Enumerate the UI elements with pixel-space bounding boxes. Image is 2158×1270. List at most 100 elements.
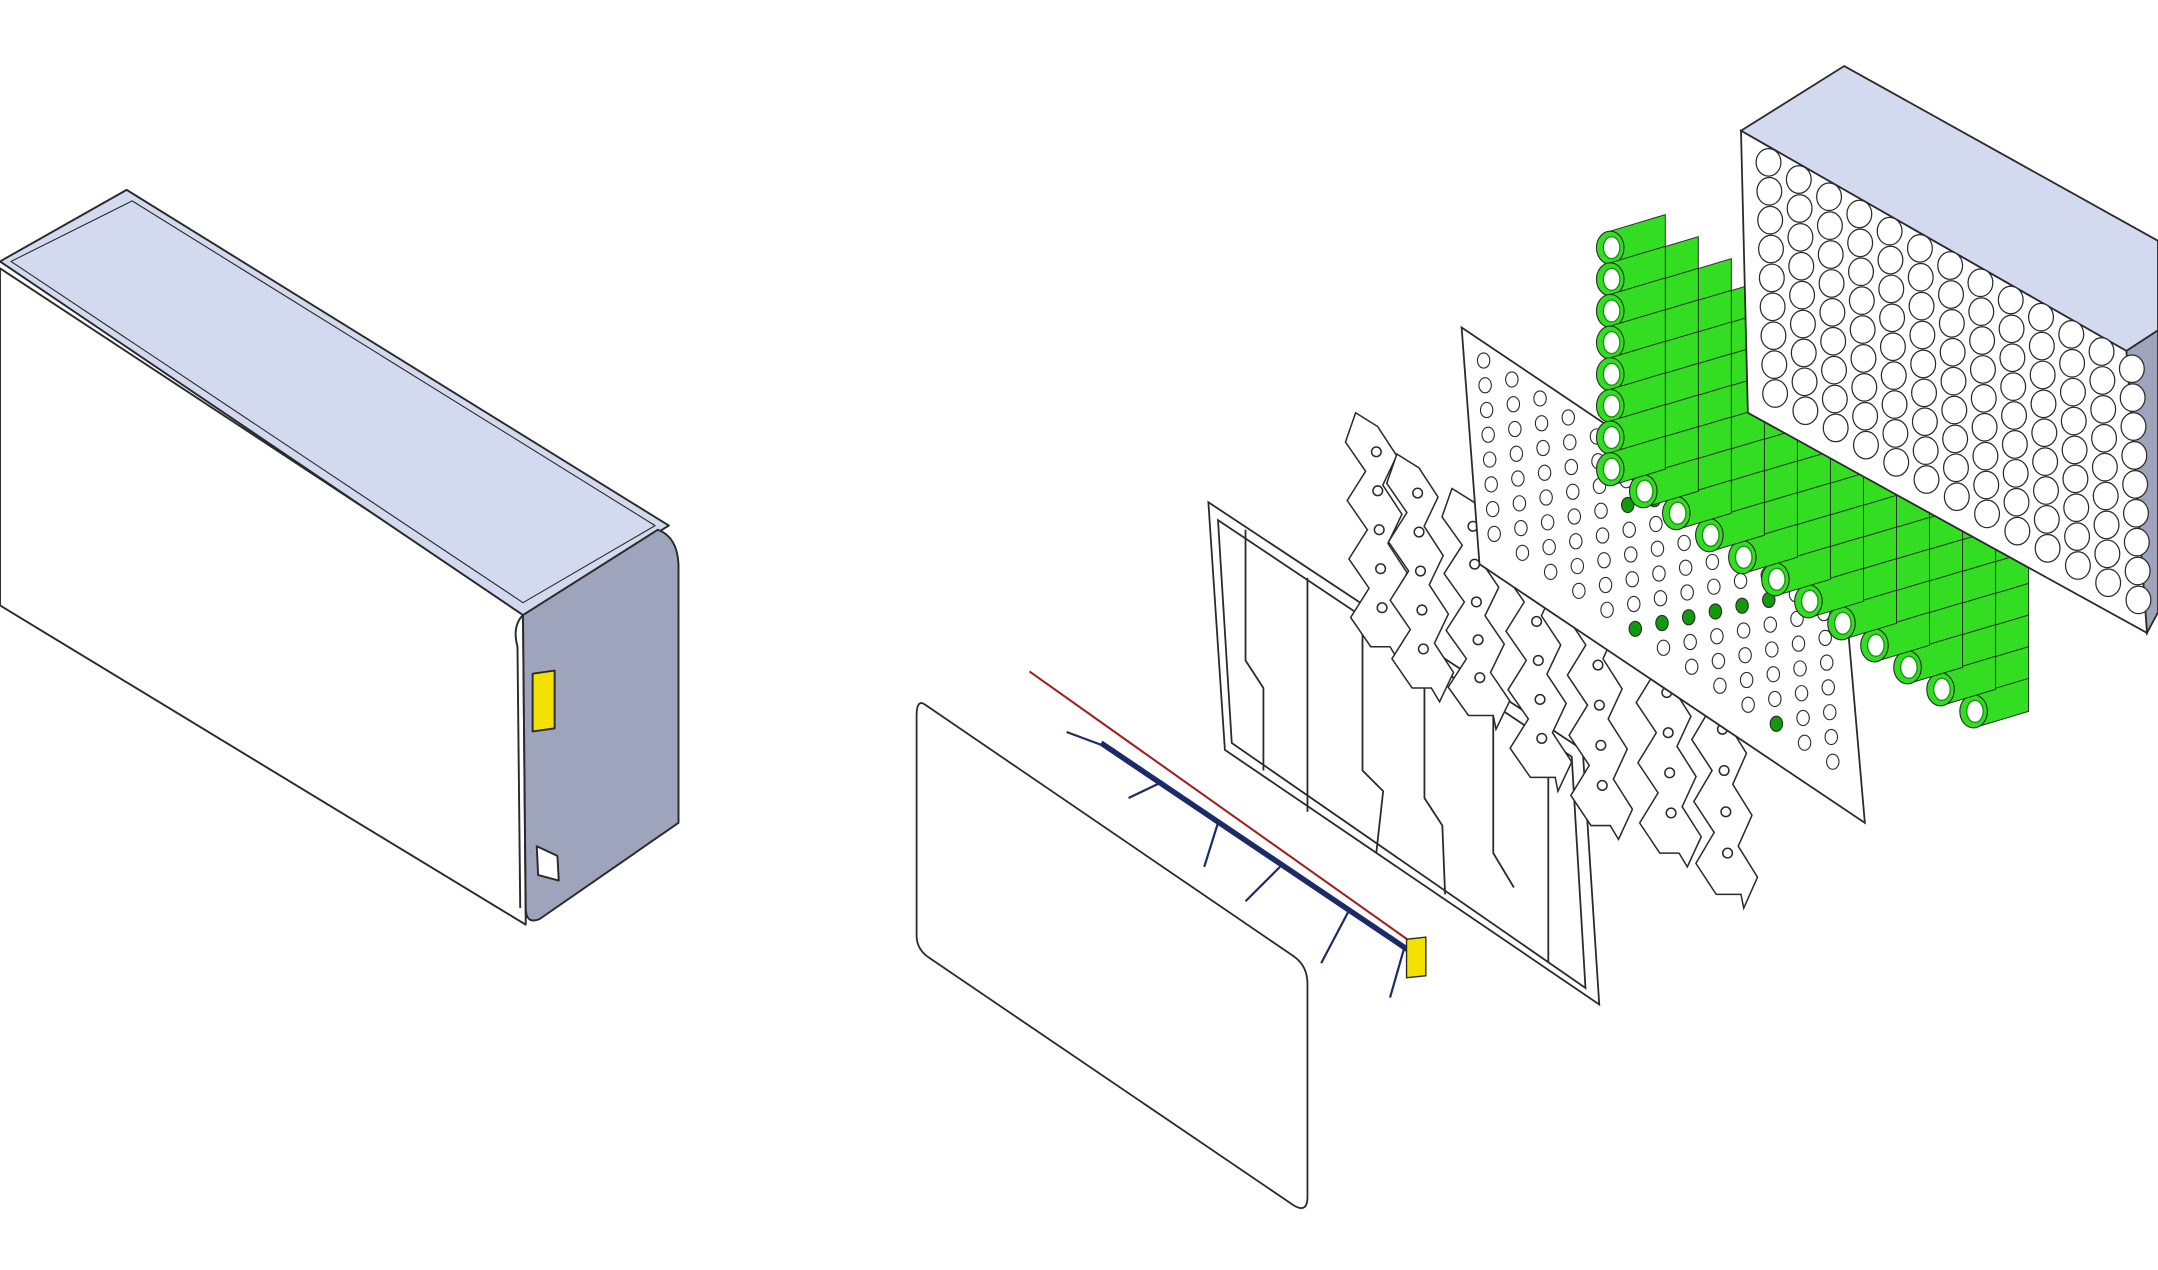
housing-hole: [1816, 211, 1843, 241]
plate-hole: [1797, 734, 1812, 751]
battery-cell: [1893, 633, 1964, 685]
housing-hole: [1850, 344, 1877, 373]
housing-hole: [2122, 498, 2149, 528]
plate-hole: [1818, 629, 1832, 647]
housing-hole: [1789, 280, 1816, 310]
busbar-body: [1385, 452, 1455, 704]
plate-hole: [1649, 515, 1663, 533]
cell-terminal: [1734, 545, 1753, 569]
pack-top-face: [0, 188, 670, 617]
busbar: [1344, 411, 1414, 663]
plate-hole: [1628, 620, 1643, 637]
housing-hole: [1938, 308, 1965, 338]
plate-hole: [1680, 584, 1694, 601]
plate-hole: [1653, 590, 1668, 607]
cell-terminal: [1602, 425, 1621, 450]
housing-hole: [2093, 510, 2120, 540]
housing-hole: [1911, 378, 1938, 408]
housing-hole: [2095, 568, 2122, 598]
housing-hole: [2121, 441, 2148, 470]
housing-hole: [1943, 482, 1970, 512]
plate-hole: [1705, 553, 1720, 571]
housing-hole: [2092, 481, 2119, 511]
harness-lead: [1320, 910, 1350, 964]
housing-hole: [1760, 321, 1787, 351]
plate-hole: [1741, 696, 1755, 713]
housing-hole: [1908, 291, 1935, 321]
plate-hole: [1765, 641, 1779, 658]
cell-terminal: [1966, 699, 1984, 724]
plate-hole: [1793, 660, 1807, 677]
busbar-hole: [1665, 807, 1677, 819]
housing-hole: [1786, 194, 1813, 223]
plate-hole: [1515, 544, 1530, 561]
housing-hole: [1883, 447, 1910, 477]
housing-hole: [1913, 465, 1940, 494]
housing-hole: [2062, 464, 2089, 494]
cell-terminal: [1602, 394, 1621, 418]
plate-hole: [1763, 616, 1778, 633]
busbar-hole: [1595, 739, 1607, 751]
housing-hole: [1755, 147, 1782, 177]
plate-hole: [1622, 521, 1636, 538]
housing-hole: [1848, 286, 1875, 316]
plate-hole: [1595, 527, 1610, 544]
plate-hole: [1543, 563, 1558, 580]
housing-hole: [1817, 240, 1844, 269]
housing-hole: [1939, 337, 1966, 367]
busbar-hole: [1536, 732, 1548, 744]
housing-hole: [1878, 274, 1905, 304]
wire-harness: [1028, 670, 1427, 998]
housing-hole: [1880, 361, 1907, 391]
housing-hole: [1877, 245, 1904, 275]
housing-hole: [2059, 377, 2086, 407]
plate-hole: [1542, 538, 1556, 556]
plate-hole: [1511, 470, 1525, 487]
housing-hole: [1759, 292, 1786, 322]
housing-hole: [1852, 430, 1879, 460]
plate-hole: [1482, 451, 1497, 468]
housing-hole: [2122, 469, 2149, 499]
busbar-hole: [1593, 699, 1605, 711]
housing-hole: [1972, 441, 1999, 471]
housing-hole: [2064, 522, 2091, 551]
housing-hole: [1818, 269, 1845, 298]
busbar-hole: [1376, 602, 1388, 614]
housing-hole: [1792, 396, 1819, 426]
housing-hole: [2123, 527, 2150, 557]
busbar-hole: [1532, 654, 1544, 667]
plate-hole: [1485, 500, 1500, 518]
housing-hole: [1757, 234, 1784, 264]
plate-hole: [1681, 609, 1696, 626]
plate-hole: [1738, 647, 1752, 664]
housing-hole: [1912, 436, 1939, 466]
busbar-body: [1564, 583, 1634, 841]
connector-icon: [531, 669, 556, 733]
housing-hole: [1789, 309, 1816, 339]
plate-hole: [1707, 578, 1721, 595]
housing-hole: [2094, 539, 2121, 569]
housing-hole: [2061, 435, 2088, 465]
plate-hole: [1509, 445, 1524, 462]
housing-hole: [2118, 354, 2145, 384]
housing-hole: [2034, 533, 2061, 563]
housing-hole: [1941, 395, 1968, 425]
busbar-hole: [1720, 806, 1732, 818]
plate-hole: [1826, 753, 1840, 770]
housing-hole: [1940, 366, 1967, 396]
busbar-hole: [1664, 767, 1676, 779]
plate-hole: [1824, 728, 1839, 746]
housing-hole: [2125, 585, 2152, 615]
plate-hole: [1594, 502, 1608, 519]
cell-terminal: [1932, 677, 1951, 702]
housing-hole: [2001, 430, 2028, 459]
housing-hole: [1846, 199, 1873, 229]
housing-hole: [2029, 360, 2056, 390]
housing-hole: [1790, 338, 1817, 368]
housing-hole: [1788, 251, 1815, 281]
plate-hole: [1564, 458, 1579, 476]
cell-terminal: [1602, 330, 1621, 355]
busbar-hole: [1470, 596, 1482, 608]
housing-hole: [1967, 268, 1994, 298]
